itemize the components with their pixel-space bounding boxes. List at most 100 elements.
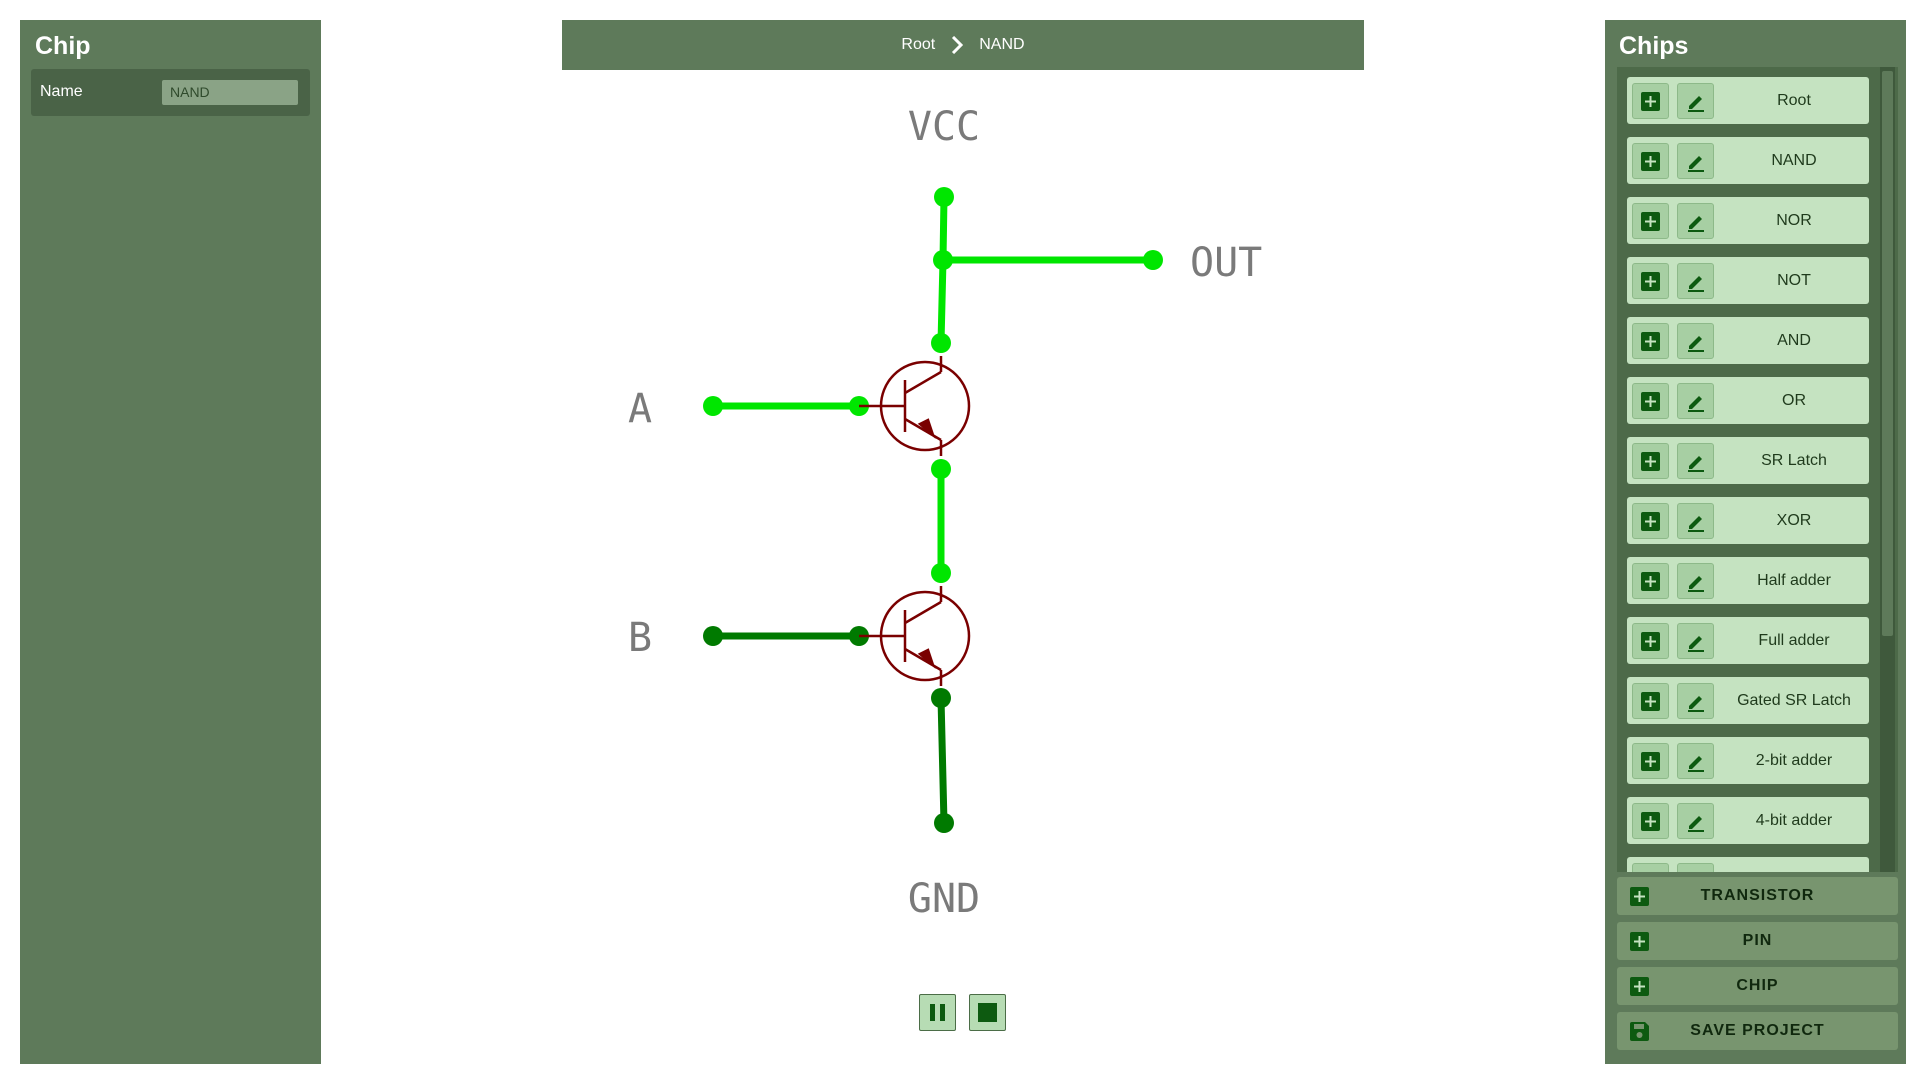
chip-name-input[interactable]	[162, 80, 298, 105]
chip-item[interactable]: SR Latch	[1627, 437, 1869, 484]
chip-panel-title: Chip	[35, 32, 91, 60]
edit-chip-button[interactable]	[1677, 683, 1714, 719]
node-input-a[interactable]	[703, 396, 723, 416]
chip-item[interactable]: NOT	[1627, 257, 1869, 304]
add-transistor-button[interactable]: TRANSISTOR	[1617, 877, 1898, 915]
edit-chip-button[interactable]	[1677, 623, 1714, 659]
pencil-icon	[1688, 696, 1704, 712]
add-chip-instance-button[interactable]	[1632, 563, 1669, 599]
node-out[interactable]	[1143, 250, 1163, 270]
add-chip-instance-button[interactable]	[1632, 743, 1669, 779]
plus-icon	[1630, 887, 1649, 906]
edit-chip-button[interactable]	[1677, 323, 1714, 359]
add-chip-instance-button[interactable]	[1632, 143, 1669, 179]
edit-chip-button[interactable]	[1677, 443, 1714, 479]
chip-item-label: SR Latch	[1761, 452, 1827, 469]
chip-item[interactable]: NAND	[1627, 137, 1869, 184]
chip-item[interactable]	[1627, 857, 1869, 872]
edit-chip-button[interactable]	[1677, 743, 1714, 779]
plus-icon	[1641, 392, 1660, 411]
chip-item-label: Full adder	[1758, 632, 1830, 649]
gnd-label: GND	[908, 876, 980, 922]
chip-item[interactable]: 4-bit adder	[1627, 797, 1869, 844]
pencil-icon	[1688, 96, 1704, 112]
plus-icon	[1641, 692, 1660, 711]
pencil-icon	[1688, 756, 1704, 772]
edit-chip-button[interactable]	[1677, 383, 1714, 419]
pause-button[interactable]	[919, 994, 956, 1031]
plus-icon	[1641, 332, 1660, 351]
node-transistor-a-emitter[interactable]	[931, 459, 951, 479]
wire-collector-a[interactable]	[937, 256, 947, 347]
add-chip-instance-button[interactable]	[1632, 203, 1669, 239]
add-chip-instance-button[interactable]	[1632, 683, 1669, 719]
chip-list-scrollbar-thumb[interactable]	[1882, 71, 1893, 636]
chip-item[interactable]: XOR	[1627, 497, 1869, 544]
plus-icon	[1630, 977, 1649, 996]
node-transistor-a-collector[interactable]	[931, 333, 951, 353]
plus-icon	[1641, 752, 1660, 771]
add-chip-button[interactable]: CHIP	[1617, 967, 1898, 1005]
transistor-a[interactable]	[859, 356, 971, 456]
chip-item[interactable]: Full adder	[1627, 617, 1869, 664]
add-chip-instance-button[interactable]	[1632, 323, 1669, 359]
add-chip-instance-button[interactable]	[1632, 503, 1669, 539]
add-pin-label: PIN	[1742, 932, 1773, 949]
add-chip-instance-button[interactable]	[1632, 863, 1669, 872]
chip-item-label: 2-bit adder	[1755, 752, 1833, 769]
node-vcc[interactable]	[934, 187, 954, 207]
save-project-button[interactable]: SAVE PROJECT	[1617, 1012, 1898, 1050]
chip-properties-panel: Chip Name	[20, 20, 321, 1064]
chip-item-label: NOR	[1776, 212, 1812, 229]
add-chip-instance-button[interactable]	[1632, 443, 1669, 479]
edit-chip-button[interactable]	[1677, 263, 1714, 299]
add-chip-instance-button[interactable]	[1632, 623, 1669, 659]
add-chip-instance-button[interactable]	[1632, 263, 1669, 299]
plus-icon	[1641, 632, 1660, 651]
wire-gnd[interactable]	[937, 694, 948, 827]
chip-item[interactable]: Half adder	[1627, 557, 1869, 604]
stop-button[interactable]	[969, 994, 1006, 1031]
chip-item-label: 4-bit adder	[1755, 812, 1833, 829]
pencil-icon	[1688, 636, 1704, 652]
node-input-b[interactable]	[703, 626, 723, 646]
chip-item[interactable]: Gated SR Latch	[1627, 677, 1869, 724]
wire-vcc[interactable]	[939, 193, 948, 264]
chip-item-label: Gated SR Latch	[1737, 692, 1851, 709]
add-chip-instance-button[interactable]	[1632, 383, 1669, 419]
edit-chip-button[interactable]	[1677, 563, 1714, 599]
vcc-label: VCC	[908, 104, 980, 150]
chip-item[interactable]: AND	[1627, 317, 1869, 364]
add-pin-button[interactable]: PIN	[1617, 922, 1898, 960]
chip-item[interactable]: OR	[1627, 377, 1869, 424]
node-transistor-b-collector[interactable]	[931, 563, 951, 583]
chip-item[interactable]: Root	[1627, 77, 1869, 124]
add-chip-instance-button[interactable]	[1632, 83, 1669, 119]
node-gnd[interactable]	[934, 813, 954, 833]
breadcrumb-item-nand[interactable]: NAND	[979, 36, 1025, 53]
node-transistor-b-emitter[interactable]	[931, 688, 951, 708]
node-out-junction[interactable]	[933, 250, 953, 270]
chip-item[interactable]: NOR	[1627, 197, 1869, 244]
edit-chip-button[interactable]	[1677, 503, 1714, 539]
edit-chip-button[interactable]	[1677, 863, 1714, 872]
chip-item[interactable]: 2-bit adder	[1627, 737, 1869, 784]
edit-chip-button[interactable]	[1677, 203, 1714, 239]
edit-chip-button[interactable]	[1677, 803, 1714, 839]
pencil-icon	[1688, 516, 1704, 532]
chip-name-label: Name	[40, 83, 83, 100]
chip-name-row: Name	[31, 69, 310, 116]
add-chip-instance-button[interactable]	[1632, 803, 1669, 839]
save-icon	[1630, 1022, 1649, 1041]
plus-icon	[1641, 512, 1660, 531]
add-transistor-label: TRANSISTOR	[1700, 887, 1815, 904]
edit-chip-button[interactable]	[1677, 83, 1714, 119]
transistor-b[interactable]	[859, 586, 971, 686]
edit-chip-button[interactable]	[1677, 143, 1714, 179]
input-a-label: A	[628, 386, 652, 432]
breadcrumb-item-root[interactable]: Root	[901, 36, 936, 53]
